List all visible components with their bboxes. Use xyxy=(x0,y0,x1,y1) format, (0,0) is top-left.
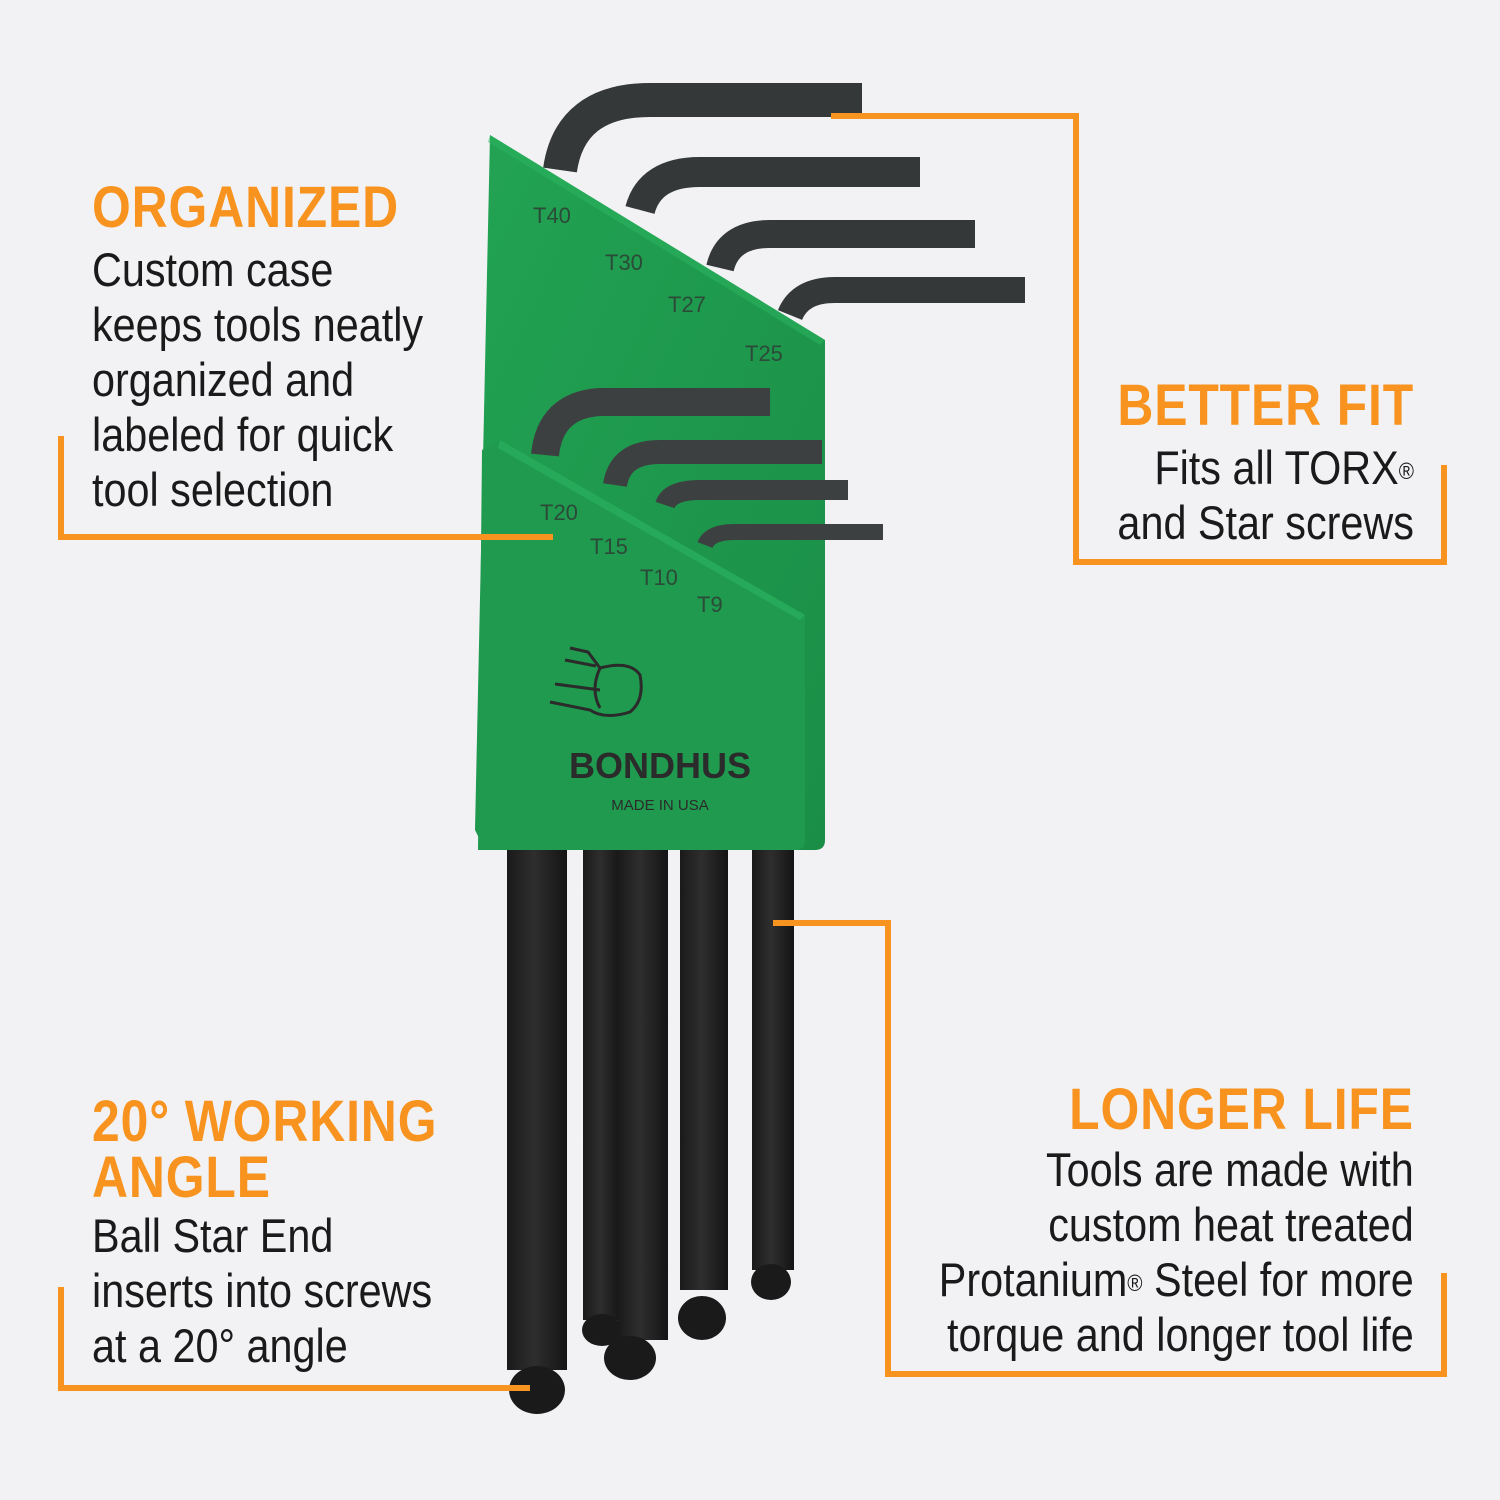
organized-description: Custom case keeps tools neatly organized… xyxy=(92,242,423,517)
size-label-t20: T20 xyxy=(540,500,578,525)
brand-logo-text: BONDHUS xyxy=(569,745,751,786)
size-label-t30: T30 xyxy=(605,250,643,275)
working-angle-leader-vertical xyxy=(58,1287,64,1391)
long-shafts xyxy=(507,850,794,1414)
size-label-t9: T9 xyxy=(697,592,723,617)
longer-life-heading: LONGER LIFE xyxy=(1069,1077,1414,1142)
made-in-usa-text: MADE IN USA xyxy=(611,797,709,814)
working-angle-description: Ball Star End inserts into screws at a 2… xyxy=(92,1208,432,1373)
better-fit-leader-top xyxy=(831,113,1079,119)
better-fit-leader-left xyxy=(1073,113,1079,565)
better-fit-leader-right xyxy=(1441,465,1447,565)
organized-line: tool selection xyxy=(92,463,334,516)
better-fit-description: Fits all TORX® and Star screws xyxy=(1117,440,1414,550)
longer-life-leader-top xyxy=(773,920,891,926)
organized-line: Custom case xyxy=(92,243,334,296)
working-angle-line: inserts into screws xyxy=(92,1264,433,1317)
case-front-panel xyxy=(478,440,805,850)
upper-key-arms xyxy=(543,83,1025,321)
registered-mark: ® xyxy=(1127,1270,1143,1296)
organized-line: organized and xyxy=(92,353,355,406)
registered-mark: ® xyxy=(1398,458,1414,484)
better-fit-heading: BETTER FIT xyxy=(1117,373,1414,438)
size-label-t40: T40 xyxy=(533,203,571,228)
organized-leader-horizontal xyxy=(58,534,553,540)
working-angle-line: Ball Star End xyxy=(92,1209,334,1262)
size-labels: T40 T30 T27 T25 T20 T15 T10 T9 xyxy=(533,203,783,617)
working-angle-leader-horizontal xyxy=(58,1385,530,1391)
longer-life-description: Tools are made with custom heat treated … xyxy=(939,1142,1414,1362)
better-fit-leader-bottom xyxy=(1073,559,1447,565)
longer-life-leader-left xyxy=(885,920,891,1377)
longer-life-line: Tools are made with xyxy=(1046,1143,1414,1196)
working-angle-line: at a 20° angle xyxy=(92,1319,348,1372)
longer-life-leader-bottom xyxy=(885,1371,1447,1377)
organized-line: labeled for quick xyxy=(92,408,394,461)
organized-heading: ORGANIZED xyxy=(92,175,400,240)
bondhus-logo-icon xyxy=(549,646,643,717)
longer-life-leader-right xyxy=(1441,1273,1447,1377)
size-label-t25: T25 xyxy=(745,341,783,366)
size-label-t10: T10 xyxy=(640,565,678,590)
better-fit-line: Fits all TORX® xyxy=(1154,441,1414,494)
size-label-t15: T15 xyxy=(590,534,628,559)
organized-line: keeps tools neatly xyxy=(92,298,424,351)
lower-key-arms xyxy=(531,388,883,549)
longer-life-line: torque and longer tool life xyxy=(947,1308,1414,1361)
longer-life-line: Protanium® Steel for more xyxy=(938,1253,1414,1306)
organized-leader-vertical xyxy=(58,436,64,540)
working-angle-heading: 20° WORKING ANGLE xyxy=(92,1089,438,1210)
better-fit-line: and Star screws xyxy=(1117,496,1414,549)
size-label-t27: T27 xyxy=(668,292,706,317)
longer-life-line: custom heat treated xyxy=(1048,1198,1414,1251)
